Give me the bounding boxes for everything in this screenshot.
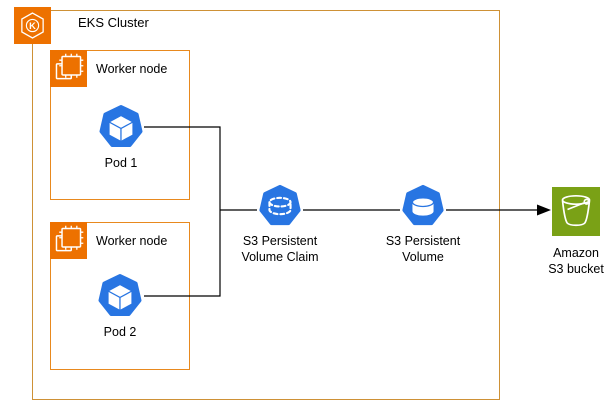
persistent-volume-icon <box>402 184 444 226</box>
worker-node-1-label: Worker node <box>96 62 168 76</box>
arrowhead <box>537 204 551 216</box>
persistent-volume-claim-icon <box>259 184 301 226</box>
s3-bucket-icon <box>552 187 600 236</box>
worker-node-2-label: Worker node <box>96 234 168 248</box>
pvc-label: S3 Persistent Volume Claim <box>241 234 319 264</box>
pod-2-label: Pod 2 <box>103 325 137 339</box>
eks-cluster-label: EKS Cluster <box>78 15 149 30</box>
eks-cluster-group <box>32 10 500 400</box>
eks-cluster-icon: K <box>14 7 51 44</box>
worker-node-icon <box>50 50 87 87</box>
pod-2-icon <box>98 274 142 316</box>
svg-text:K: K <box>29 21 36 31</box>
pod-1-label: Pod 1 <box>104 156 138 170</box>
worker-node-icon <box>50 222 87 259</box>
s3-bucket-label: Amazon S3 bucket <box>548 246 604 276</box>
worker-node-1-group <box>50 50 190 200</box>
pod-1-icon <box>99 105 143 147</box>
pv-label: S3 Persistent Volume <box>385 234 461 264</box>
